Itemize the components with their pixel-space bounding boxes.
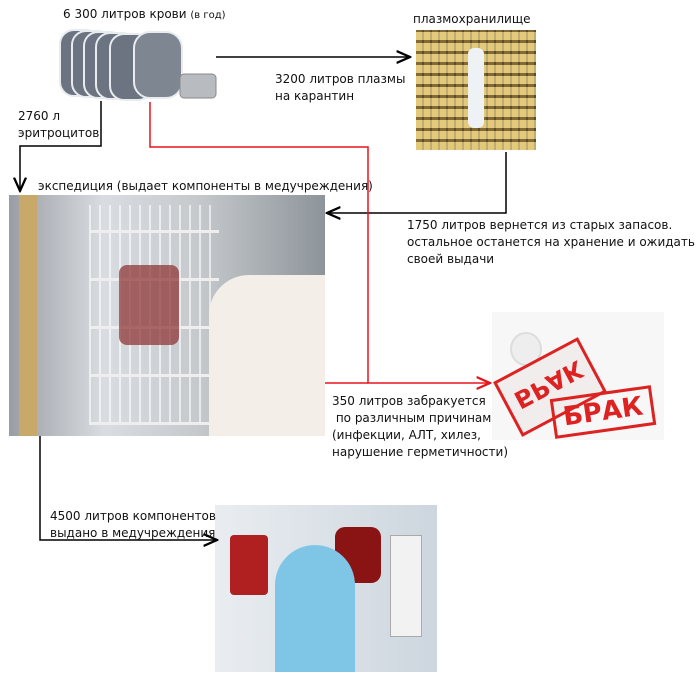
arrow-returned xyxy=(327,152,507,213)
label-line: остальное останется на хранение и ожидат… xyxy=(407,235,695,249)
storage-label: плазмохранилище xyxy=(413,12,531,26)
plasma-quarantine-label: 3200 литров плазмы на карантин xyxy=(275,71,405,105)
arrow-erythrocytes xyxy=(20,101,102,191)
erythrocytes-label: 2760 л эритроцитов xyxy=(18,108,99,142)
reject-stamp-image: БРАК БРАК xyxy=(492,312,664,440)
blood-tanks-image xyxy=(58,26,218,102)
expedition-label: экспедиция (выдает компоненты в медучреж… xyxy=(38,179,373,193)
source-note: (в год) xyxy=(190,10,226,21)
rejected-label: 350 литров забракуется по различным прич… xyxy=(332,393,508,461)
issued-label: 4500 литров компонентов выдано в медучре… xyxy=(50,508,216,542)
label-line: эритроцитов xyxy=(18,126,100,140)
label-line: 4500 литров компонентов xyxy=(50,509,216,523)
label-line: 2760 л xyxy=(18,109,61,123)
label-line: выдано в медучреждения xyxy=(50,526,216,540)
plasma-storage-image xyxy=(416,30,536,150)
label-line: своей выдачи xyxy=(407,252,495,266)
source-amount: 6 300 литров крови xyxy=(63,7,187,21)
label-line: на карантин xyxy=(275,89,355,103)
label-line: нарушение герметичности) xyxy=(332,445,508,459)
label-line: 1750 литров вернется из старых запасов. xyxy=(407,218,673,232)
arrow-rejected xyxy=(149,102,490,383)
returned-label: 1750 литров вернется из старых запасов. … xyxy=(407,217,695,268)
label-line: 3200 литров плазмы xyxy=(275,72,406,86)
label-line: (инфекции, АЛТ, хилез, xyxy=(332,428,481,442)
transfusion-image xyxy=(215,505,437,672)
source-label: 6 300 литров крови (в год) xyxy=(63,6,226,24)
label-line: 350 литров забракуется xyxy=(332,394,486,408)
arrow-issued xyxy=(39,436,217,540)
expedition-image xyxy=(9,195,325,436)
label-line: по различным причинам xyxy=(332,411,492,425)
